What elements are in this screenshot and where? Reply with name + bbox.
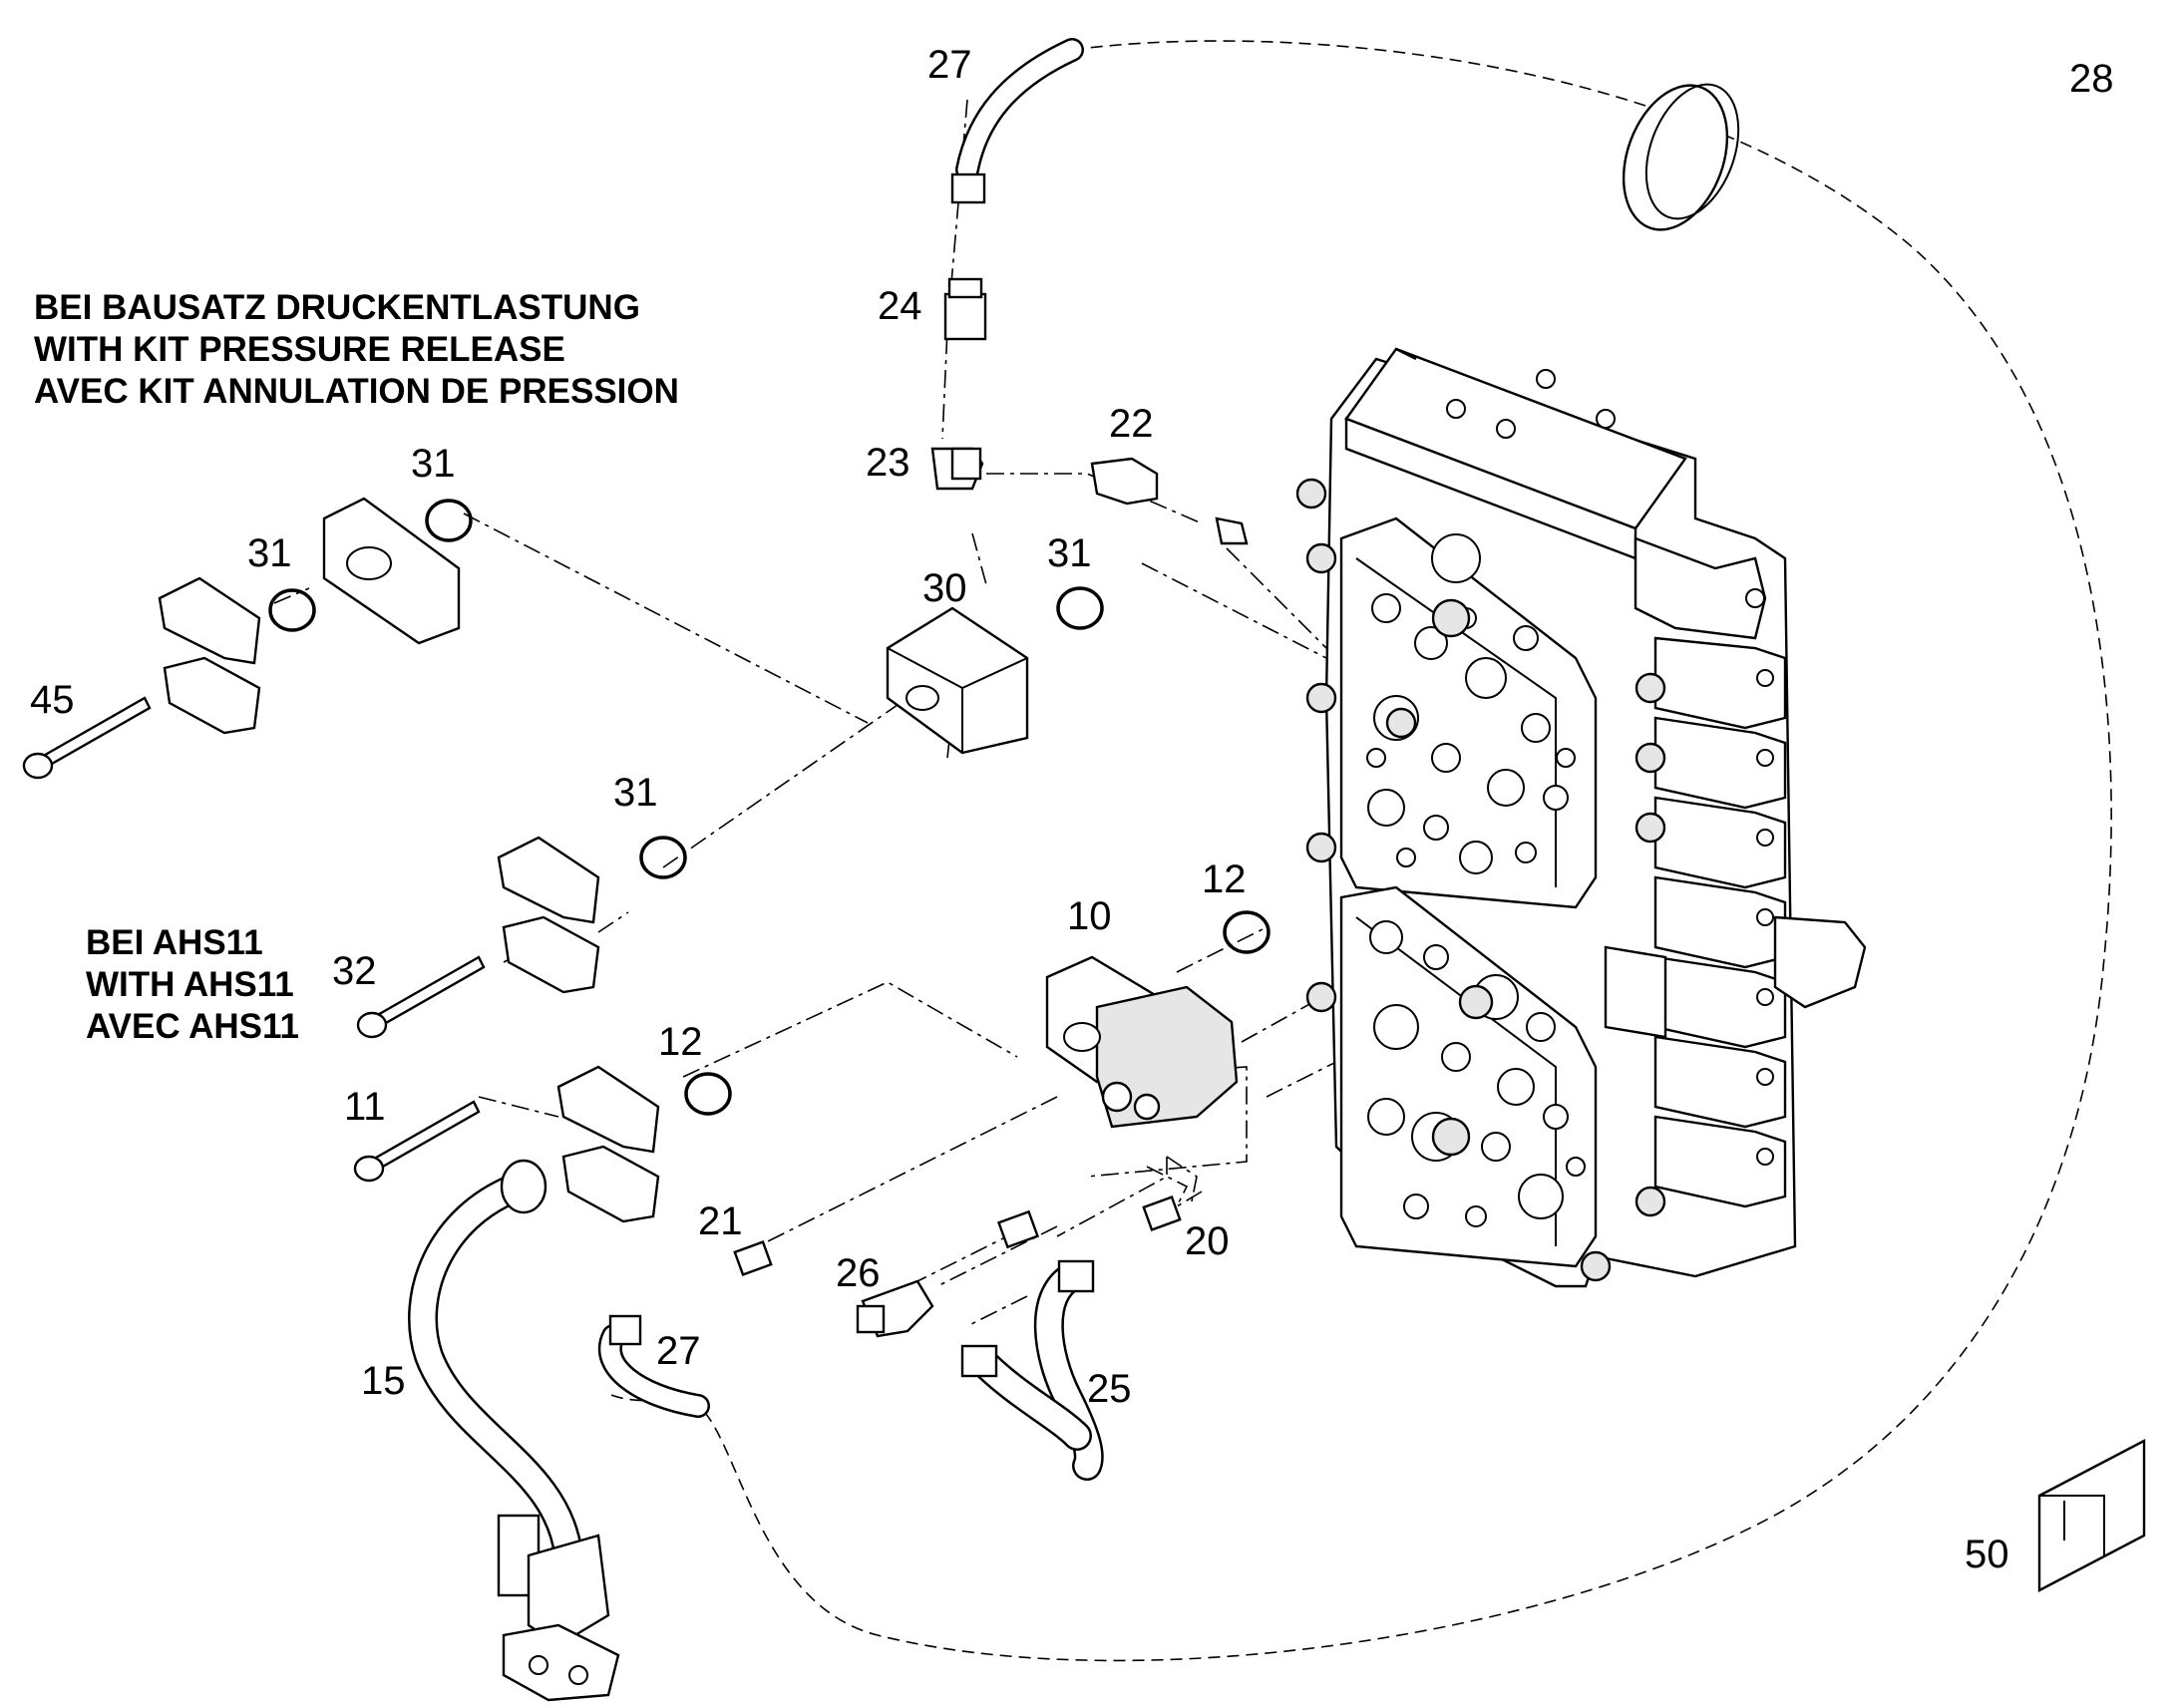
callout-15: 15 [361, 1359, 406, 1403]
callout-12-b: 12 [658, 1020, 703, 1064]
part-clamp-hose-lower [561, 1145, 660, 1223]
callout-24: 24 [878, 284, 922, 328]
solenoid-stack [1604, 536, 1867, 1217]
callout-23: 23 [866, 441, 910, 485]
callout-50: 50 [1965, 1533, 2009, 1576]
part-30-block [886, 606, 1029, 755]
callout-30: 30 [922, 566, 967, 610]
callout-31-c: 31 [1047, 531, 1092, 575]
part-15-hose [408, 1159, 620, 1702]
callout-22: 22 [1109, 402, 1154, 446]
part-clamp-ahs-lower [502, 915, 600, 994]
part-50-label-box [2037, 1439, 2146, 1592]
part-10-valve [1045, 955, 1239, 1129]
part-clamp-half-lower [163, 656, 261, 735]
note-line-de: BEI BAUSATZ DRUCKENTLASTUNG [34, 288, 640, 327]
part-28-band [1622, 83, 1740, 231]
part-11-bolt [353, 1100, 481, 1183]
part-24-adapter [943, 277, 987, 341]
part-21-fitting [733, 1240, 773, 1276]
note-pressure-release: BEI BAUSATZ DRUCKENTLASTUNG WITH KIT PRE… [34, 288, 679, 411]
part-clamp-hose-upper [556, 1065, 660, 1154]
callout-12-a: 12 [1202, 857, 1247, 901]
callout-11: 11 [344, 1085, 386, 1129]
note-line-en: WITH KIT PRESSURE RELEASE [34, 330, 565, 369]
callout-45: 45 [30, 678, 75, 722]
part-20-fitting [1142, 1196, 1182, 1231]
part-fitting-mid [996, 1209, 1040, 1249]
part-23-elbow [930, 447, 984, 491]
callout-26: 26 [836, 1251, 881, 1295]
part-25-hose [960, 1259, 1104, 1481]
part-12-ring-b [684, 1072, 732, 1116]
part-45-bolt [22, 696, 152, 780]
callout-31-a: 31 [411, 442, 456, 486]
part-31-ring-b [268, 588, 316, 632]
part-31-ring-d [639, 836, 687, 879]
callout-25: 25 [1087, 1367, 1132, 1411]
part-32-bolt [356, 955, 486, 1039]
callout-numbers: 27 28 24 22 23 31 31 31 30 45 31 12 10 3… [30, 43, 2114, 1576]
note-ahs11-en: WITH AHS11 [86, 965, 294, 1004]
part-31-ring-a [425, 499, 473, 542]
note-ahs11-fr: AVEC AHS11 [86, 1007, 299, 1046]
callout-20: 20 [1185, 1219, 1230, 1263]
part-flange-plate [322, 497, 461, 645]
part-27-hose-top [950, 38, 1084, 204]
group-boundary-line [697, 40, 2112, 1662]
callout-31-d: 31 [613, 771, 658, 815]
note-line-fr: AVEC KIT ANNULATION DE PRESSION [34, 372, 679, 411]
part-26-tee [856, 1279, 934, 1338]
part-27-hose-bottom [597, 1314, 710, 1418]
part-31-ring-c [1056, 586, 1104, 630]
control-valve-block [1295, 347, 1867, 1288]
callout-28: 28 [2069, 57, 2114, 101]
part-22-fitting [1090, 457, 1249, 545]
callout-27-bottom: 27 [656, 1329, 701, 1373]
part-12-ring-a [1223, 910, 1271, 954]
note-ahs11-de: BEI AHS11 [86, 923, 263, 962]
callout-31-b: 31 [247, 531, 292, 575]
callout-21: 21 [698, 1199, 743, 1243]
callout-10: 10 [1067, 894, 1112, 938]
note-ahs11: BEI AHS11 WITH AHS11 AVEC AHS11 [86, 923, 299, 1046]
part-clamp-half-upper [158, 576, 261, 665]
callout-27-top: 27 [927, 43, 972, 87]
part-clamp-ahs-upper [497, 836, 600, 924]
callout-32: 32 [332, 949, 377, 993]
